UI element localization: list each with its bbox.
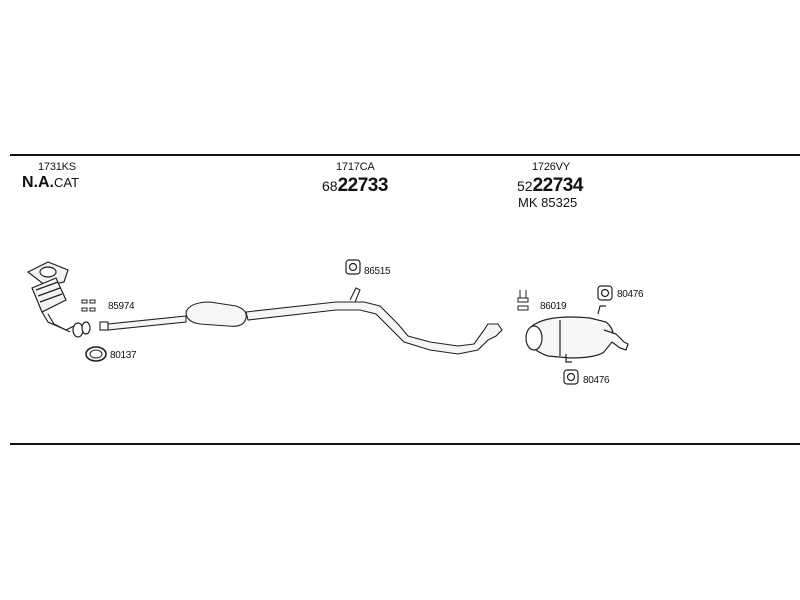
part-prefix: 68 [322, 178, 338, 194]
part-ref-85974: 85974 [108, 301, 135, 312]
section-code-1717ca: 1717CA [336, 161, 375, 173]
clamp-86019-drawing [517, 290, 529, 311]
section-code-1726vy: 1726VY [532, 161, 570, 173]
section-code-1731ks: 1731KS [38, 161, 76, 173]
part-prefix: 52 [517, 178, 533, 194]
part-ref-86515: 86515 [364, 266, 391, 277]
part-number-22734: 5222734 [517, 176, 583, 195]
cat-label: CAT [54, 175, 80, 190]
part-ref-80476-bottom: 80476 [583, 375, 610, 386]
part-ref-80137: 80137 [110, 350, 137, 361]
rear-silencer-drawing [525, 305, 629, 363]
middle-pipe-drawing [99, 287, 503, 355]
catalyst-type-label: N.A.CAT [22, 175, 79, 191]
part-number-22733: 6822733 [322, 176, 388, 195]
part-ref-86019: 86019 [540, 301, 567, 312]
hanger-80476-bottom-icon [563, 369, 579, 385]
hanger-80476-top-icon [597, 285, 613, 301]
part-ref-80476-top: 80476 [617, 289, 644, 300]
mounting-kit-label: MK 85325 [518, 196, 577, 209]
gasket-80137-drawing [85, 346, 107, 362]
catalytic-converter-drawing [26, 261, 91, 338]
part-main-number: 22734 [532, 175, 584, 196]
clamp-85974-drawing [81, 299, 96, 312]
mk-prefix: MK [518, 195, 538, 210]
hanger-86515-icon [345, 259, 361, 275]
part-main-number: 22733 [337, 175, 389, 196]
na-label: N.A. [22, 174, 54, 191]
mk-number: 85325 [541, 195, 578, 210]
